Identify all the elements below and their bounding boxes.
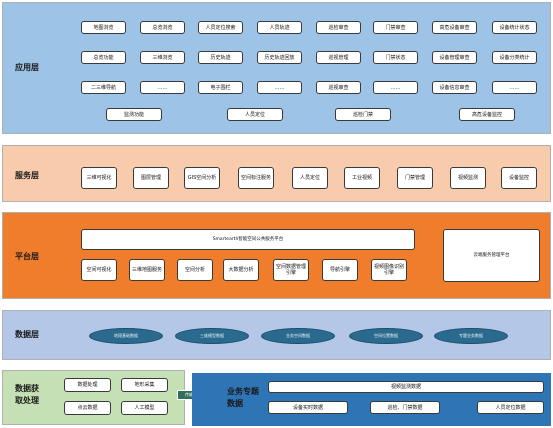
app-module-box: 总览浏览 [140, 21, 185, 34]
business-box: 设备实时数据 [268, 401, 348, 414]
app-module-box: 门禁状态 [373, 51, 418, 64]
app-module-box: 总览功能 [81, 51, 126, 64]
service-box: GIS空间分析 [184, 167, 220, 189]
business-data-label: 业务专题数据 [227, 387, 259, 408]
app-module-box: 巡检审查 [316, 21, 361, 34]
service-box: 门禁管理 [397, 167, 433, 189]
app-module-box: 人员轨迹 [257, 21, 302, 34]
service-layer-label: 服务层 [15, 171, 39, 180]
app-module-box: 三维浏览 [140, 51, 185, 64]
platform-engine-box: 空间分析 [177, 259, 213, 281]
data-store-disk: 空间位置数据 [349, 328, 423, 344]
app-module-box: 门禁审查 [373, 21, 418, 34]
app-module-box: 监测功能 [106, 108, 162, 121]
platform-main-box: Smartearth智能空间公共服务平台 [81, 229, 415, 250]
business-box: 巡检、门禁数据 [370, 401, 440, 414]
data-acq-band: 数据获取处理 [2, 370, 185, 425]
business-wide-box: 视频监测数据 [268, 381, 544, 393]
app-module-box: …… [373, 81, 418, 94]
app-layer-label: 应用层 [15, 63, 39, 72]
platform-side-box: 云端服务管理平台 [443, 229, 540, 282]
app-module-box: 设备分类统计 [492, 51, 537, 64]
app-module-box: 地图浏览 [81, 21, 126, 34]
app-module-box: 设备统计状态 [492, 21, 537, 34]
platform-engine-box: 导航引擎 [322, 259, 358, 281]
acq-box: 人工模型 [121, 401, 168, 415]
service-box: 人员定位 [292, 167, 328, 189]
app-module-box: 二三维导航 [81, 81, 126, 94]
platform-engine-box: 空间可视化 [81, 259, 117, 281]
platform-layer-label: 平台层 [15, 252, 39, 261]
platform-engine-box: 视频图像识别引擎 [371, 259, 407, 281]
acq-box: 地形采集 [121, 378, 168, 392]
service-box: 视频监测 [450, 167, 486, 189]
app-module-box: 设备管理审查 [432, 51, 477, 64]
app-module-box: 巡检门禁 [335, 108, 391, 121]
app-module-box: 高危设备审查 [432, 21, 477, 34]
app-module-box: 电子围栏 [198, 81, 243, 94]
acq-box: 点云数据 [64, 401, 111, 415]
app-module-box: …… [140, 81, 185, 94]
app-module-box: 巡视管理 [316, 51, 361, 64]
app-module-box: …… [257, 81, 302, 94]
data-store-disk: 业务空间数据 [261, 328, 335, 344]
data-store-disk: 三维模型数据 [175, 328, 249, 344]
business-box: 人员定位数据 [477, 401, 544, 414]
data-store-disk: 地理基础数据 [89, 328, 163, 344]
app-module-box: 巡视审查 [316, 81, 361, 94]
service-box: 设备监控 [501, 167, 537, 189]
data-acq-label: 数据获取处理 [15, 384, 39, 405]
platform-engine-box: 大数据分析 [223, 259, 259, 281]
data-layer-label: 数据层 [15, 330, 39, 339]
service-box: 图层管理 [133, 167, 169, 189]
app-module-box: …… [492, 81, 537, 94]
app-module-box: 人员定位 [227, 108, 283, 121]
app-module-box: 设备信息审查 [432, 81, 477, 94]
app-module-box: 历史轨迹 [198, 51, 243, 64]
data-store-disk: 专题业务数据 [434, 328, 508, 344]
app-module-box: 人员定位搜索 [198, 21, 243, 34]
service-box: 工业视频 [344, 167, 380, 189]
app-module-box: 高危设备监控 [459, 108, 515, 121]
platform-engine-box: 空间数据管理引擎 [273, 259, 309, 281]
service-box: 三维可视化 [81, 167, 117, 189]
service-box: 空间标注服务 [238, 167, 274, 189]
platform-engine-box: 三维地图服务 [129, 259, 165, 281]
acq-box: 数据处理 [64, 378, 111, 392]
app-module-box: 历史轨迹回放 [257, 51, 302, 64]
